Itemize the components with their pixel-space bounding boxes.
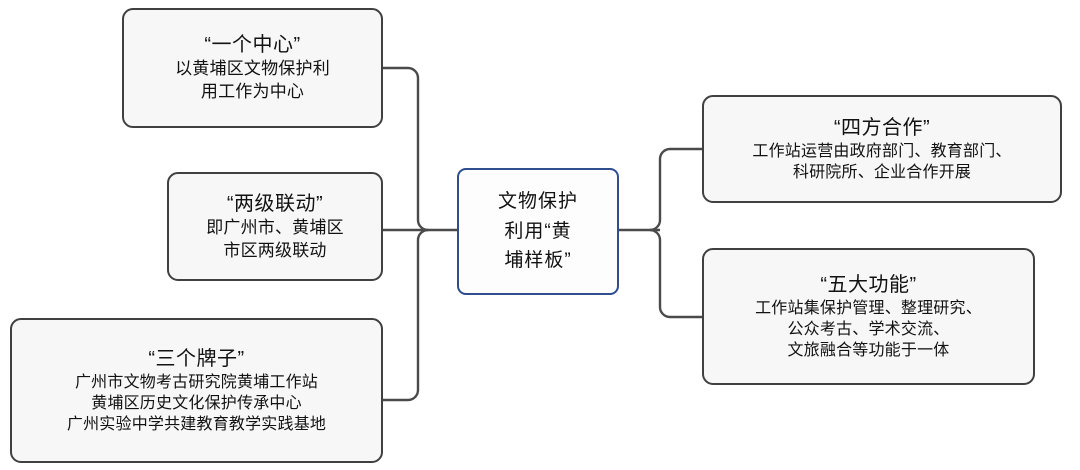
node-center-line-2: 利用“黄 [504, 220, 572, 242]
node-one-center[interactable]: “一个中心” 以黄埔区文物保护利 用工作为中心 [122, 8, 383, 128]
connector-four-coop [649, 147, 702, 232]
connector-five-func [649, 228, 702, 319]
node-three-plaque-title: “三个牌子” [148, 347, 245, 370]
node-five-func[interactable]: “五大功能” 工作站集保护管理、整理研究、 公众考古、学术交流、 文旅融合等功能… [702, 248, 1035, 385]
node-four-coop[interactable]: “四方合作” 工作站运营由政府部门、教育部门、 科研院所、企业合作开展 [702, 95, 1062, 203]
node-four-coop-body: 工作站运营由政府部门、教育部门、 科研院所、企业合作开展 [752, 141, 1011, 184]
node-center-line-1: 文物保护 [497, 191, 578, 213]
connector-one-center [383, 66, 429, 232]
node-three-plaque-line-1: 广州市文物考古研究院黄埔工作站 [74, 373, 318, 391]
node-center-line-3: 埔样板” [504, 250, 572, 272]
node-one-center-title: “一个中心” [204, 34, 301, 57]
node-three-plaque-line-3: 广州实验中学共建教育教学实践基地 [66, 416, 327, 434]
node-three-plaque-line-2: 黄埔区历史文化保护传承中心 [91, 394, 302, 412]
node-four-coop-line-2: 科研院所、企业合作开展 [792, 164, 972, 181]
node-two-level-line-1: 即广州市、黄埔区 [206, 217, 344, 237]
node-two-level-title: “两级联动” [226, 192, 324, 215]
node-two-level-line-2: 市区两级联动 [223, 240, 327, 260]
node-center-title: 文物保护 利用“黄 埔样板” [498, 187, 578, 275]
node-one-center-line-2: 用工作为中心 [200, 82, 305, 101]
connector-three-plaque [383, 228, 429, 402]
node-one-center-body: 以黄埔区文物保护利 用工作为中心 [175, 58, 330, 103]
node-five-func-line-2: 公众考古、学术交流、 [787, 320, 950, 338]
node-five-func-title: “五大功能” [820, 273, 917, 296]
node-four-coop-line-1: 工作站运营由政府部门、教育部门、 [752, 142, 1012, 160]
node-one-center-line-1: 以黄埔区文物保护利 [175, 59, 330, 79]
node-two-level-body: 即广州市、黄埔区 市区两级联动 [206, 217, 344, 262]
node-five-func-line-1: 工作站集保护管理、整理研究、 [755, 299, 982, 317]
node-three-plaque-body: 广州市文物考古研究院黄埔工作站 黄埔区历史文化保护传承中心 广州实验中学共建教育… [67, 372, 326, 436]
node-four-coop-title: “四方合作” [833, 116, 931, 139]
node-five-func-body: 工作站集保护管理、整理研究、 公众考古、学术交流、 文旅融合等功能于一体 [755, 298, 982, 362]
node-center[interactable]: 文物保护 利用“黄 埔样板” [457, 168, 619, 295]
node-three-plaque[interactable]: “三个牌子” 广州市文物考古研究院黄埔工作站 黄埔区历史文化保护传承中心 广州实… [10, 318, 383, 463]
node-five-func-line-3: 文旅融合等功能于一体 [787, 342, 950, 360]
node-two-level[interactable]: “两级联动” 即广州市、黄埔区 市区两级联动 [167, 172, 383, 281]
